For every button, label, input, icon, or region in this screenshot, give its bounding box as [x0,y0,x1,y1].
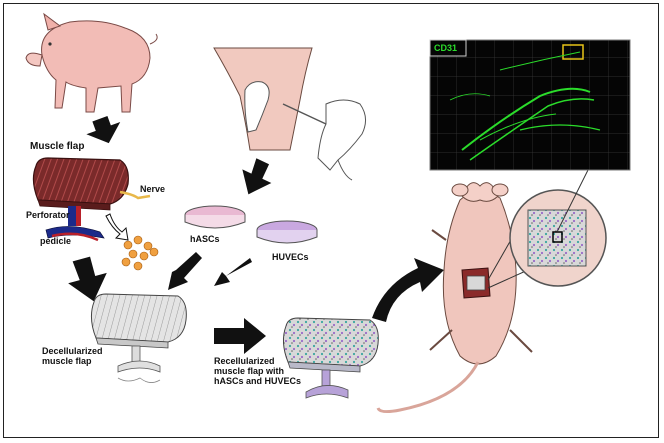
label-recellularized: Recellularized muscle flap with hASCs an… [214,356,302,386]
recellularized-flap-illustration [282,317,379,399]
arrow-flap-to-decell [68,256,107,302]
label-nerve: Nerve [140,184,166,194]
label-hascs: hASCs [190,234,220,244]
muscle-flap-illustration [32,157,151,242]
dish-huvecs [256,220,318,244]
label-decellularized: Decellularized muscle flap [42,346,103,366]
nude-mouse-illustration [376,182,533,414]
arrow-surgery-to-dishes [242,158,272,195]
isolated-cells [121,235,159,271]
liposuction-illustration [213,47,366,181]
label-perforator: Perforator [26,210,70,220]
figure-frame [3,3,659,438]
cd31-micrograph [429,39,631,171]
label-huvecs: HUVECs [272,252,309,262]
label-muscle-flap: Muscle flap [30,141,85,152]
arrow-hascs-to-decell [168,252,202,290]
arrow-pig-to-flap [86,115,121,144]
dish-hascs [184,205,246,229]
arrow-flap-to-cells [105,213,129,241]
arrow-huvecs-to-decell [214,258,252,286]
pig-illustration [25,12,158,113]
arrow-decell-to-recell [214,318,266,354]
magnified-implant [487,169,607,289]
label-cd31: CD31 [434,43,458,53]
label-pedicle: pedicle [40,236,72,246]
decellularized-flap-illustration [90,293,187,383]
arrow-recell-to-mouse [372,258,444,322]
